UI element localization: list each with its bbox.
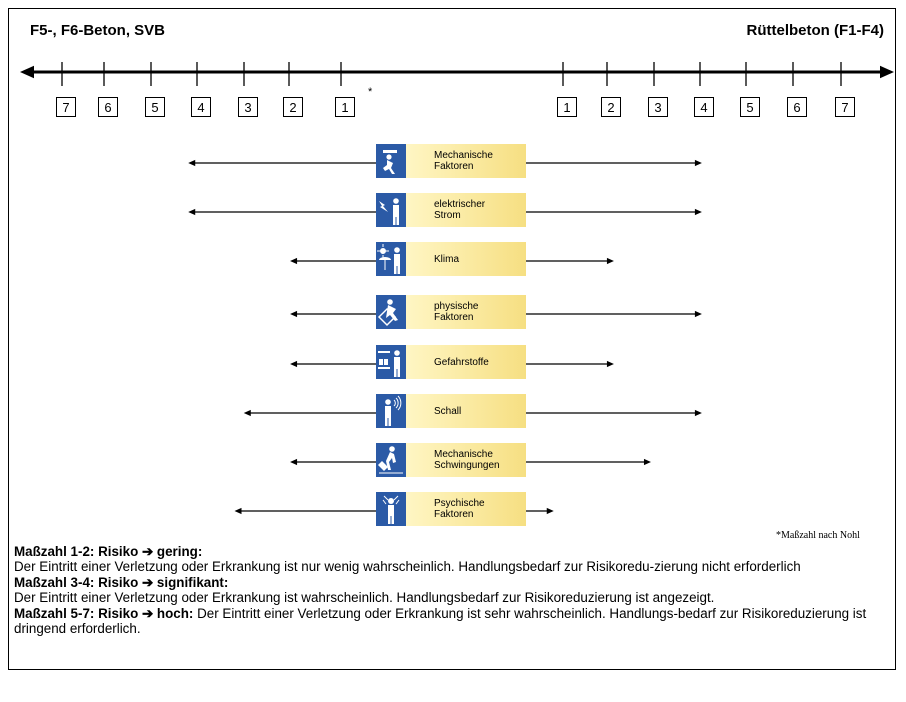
right-scale-box-5: 5 bbox=[740, 97, 760, 117]
axis-right-arrowhead bbox=[880, 65, 894, 79]
factor-name-line2: Strom bbox=[434, 210, 461, 221]
factor-text: Gefahrstoffe bbox=[406, 345, 526, 379]
factor-2-left-arrowhead bbox=[290, 257, 298, 265]
factor-4-right-arrowhead bbox=[606, 360, 614, 368]
factor-label-5: Schall bbox=[376, 394, 526, 428]
factor-0-left-arrowhead bbox=[188, 159, 196, 167]
legend-low-text: Der Eintritt einer Verletzung oder Erkra… bbox=[14, 559, 801, 575]
sun-person-icon bbox=[376, 242, 406, 276]
factor-label-2: Klima bbox=[376, 242, 526, 276]
factor-1-right-arrowhead bbox=[694, 208, 702, 216]
legend: Maßzahl 1-2: Risiko ➔ gering: Der Eintri… bbox=[14, 544, 888, 636]
factor-name-line1: Mechanische bbox=[434, 449, 493, 460]
legend-high-heading: Maßzahl 5-7: Risiko ➔ hoch: bbox=[14, 605, 194, 621]
right-scale-box-4: 4 bbox=[694, 97, 714, 117]
factor-7-left-arrowhead bbox=[234, 507, 242, 515]
factor-5-left-arrowhead bbox=[243, 409, 251, 417]
right-scale-box-1: 1 bbox=[557, 97, 577, 117]
footnote: *Maßzahl nach Nohl bbox=[776, 530, 860, 541]
factor-7-right-arrowhead bbox=[546, 507, 554, 515]
left-scale-box-7: 7 bbox=[56, 97, 76, 117]
factor-name-line1: Mechanische bbox=[434, 150, 493, 161]
factor-2-right-arrowhead bbox=[606, 257, 614, 265]
legend-high-body: Der Eintritt einer Verletzung oder Erkra… bbox=[14, 605, 867, 637]
legend-mid-text: Der Eintritt einer Verletzung oder Erkra… bbox=[14, 590, 715, 606]
factor-6-left-arrowhead bbox=[290, 458, 298, 466]
factor-5-right-arrowhead bbox=[694, 409, 702, 417]
right-scale-box-3: 3 bbox=[648, 97, 668, 117]
factor-name-line1: Klima bbox=[434, 253, 460, 265]
legend-low-heading: Maßzahl 1-2: Risiko ➔ gering: bbox=[14, 544, 203, 559]
right-scale-box-2: 2 bbox=[601, 97, 621, 117]
factor-1-left-arrowhead bbox=[188, 208, 196, 216]
left-scale-box-5: 5 bbox=[145, 97, 165, 117]
factor-name-line2: Faktoren bbox=[434, 312, 474, 323]
chemical-person-icon bbox=[376, 345, 406, 379]
factor-0-right-arrowhead bbox=[694, 159, 702, 167]
left-scale-box-3: 3 bbox=[238, 97, 258, 117]
stress-person-icon bbox=[376, 492, 406, 526]
diagram-frame bbox=[8, 8, 896, 670]
factor-name-line2: Faktoren bbox=[434, 509, 474, 520]
factor-name-line1: Psychische bbox=[434, 498, 485, 509]
factor-6-right-arrowhead bbox=[643, 458, 651, 466]
left-scale-box-6: 6 bbox=[98, 97, 118, 117]
right-header: Rüttelbeton (F1-F4) bbox=[746, 22, 884, 39]
falling-person-icon bbox=[376, 144, 406, 178]
factor-text: Klima bbox=[406, 242, 526, 276]
legend-high-text: Maßzahl 5-7: Risiko ➔ hoch: Der Eintritt… bbox=[14, 606, 888, 637]
left-scale-box-4: 4 bbox=[191, 97, 211, 117]
factor-3-left-arrowhead bbox=[290, 310, 298, 318]
left-scale-box-2: 2 bbox=[283, 97, 303, 117]
noise-person-icon bbox=[376, 394, 406, 428]
right-scale-box-6: 6 bbox=[787, 97, 807, 117]
vibration-person-icon bbox=[376, 443, 406, 477]
left-scale-box-1: 1 bbox=[335, 97, 355, 117]
factor-name-line1: Gefahrstoffe bbox=[434, 356, 489, 368]
legend-mid-heading: Maßzahl 3-4: Risiko ➔ signifikant: bbox=[14, 574, 229, 590]
factor-name-line2: Faktoren bbox=[434, 161, 474, 172]
factor-4-left-arrowhead bbox=[290, 360, 298, 368]
factor-3-right-arrowhead bbox=[694, 310, 702, 318]
factor-name-line2: Schwingungen bbox=[434, 460, 500, 471]
factor-name-line1: Schall bbox=[434, 405, 462, 417]
lightning-person-icon bbox=[376, 193, 406, 227]
factor-name-line1: elektrischer bbox=[434, 199, 486, 210]
right-scale-box-7: 7 bbox=[835, 97, 855, 117]
axis-left-arrowhead bbox=[20, 65, 34, 79]
lifting-person-icon bbox=[376, 295, 406, 329]
factor-label-4: Gefahrstoffe bbox=[376, 345, 526, 379]
center-asterisk: * bbox=[368, 86, 373, 98]
factor-name-line1: physische bbox=[434, 301, 479, 312]
left-header: F5-, F6-Beton, SVB bbox=[30, 22, 166, 39]
factor-text: Schall bbox=[406, 394, 526, 428]
